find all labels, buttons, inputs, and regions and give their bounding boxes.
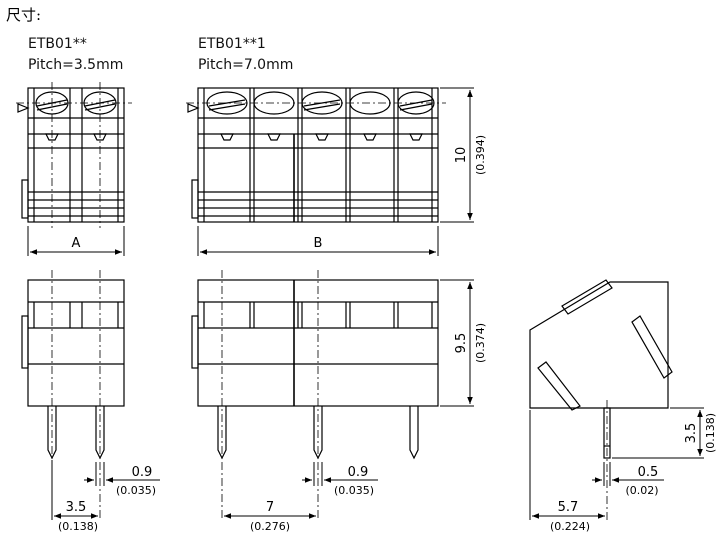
dim-pin-width-mid-mm: 0.9 — [348, 465, 369, 480]
top-view-2pole — [16, 82, 132, 228]
dim-pitch-mid-inch: (0.276) — [250, 520, 290, 533]
dim-side-offset-mm: 5.7 — [558, 500, 579, 515]
dim-pitch-mid-mm: 7 — [266, 500, 274, 515]
front-view-5pole — [191, 270, 474, 520]
model-name-right: ETB01**1 — [198, 36, 266, 52]
model-pitch-left: Pitch=3.5mm — [28, 57, 124, 73]
top-view-5pole — [186, 87, 446, 223]
dim-pin-width-left-inch: (0.035) — [116, 484, 156, 497]
model-name-left: ETB01** — [28, 36, 87, 52]
dim-height-body-inch: (0.374) — [474, 323, 487, 363]
front-view-2pole — [21, 270, 125, 520]
dim-height-top-mm: 10 — [454, 147, 469, 164]
dim-pin-width-side-inch: (0.02) — [625, 484, 658, 497]
model-pitch-right: Pitch=7.0mm — [198, 57, 294, 73]
dim-pin-width-mid-inch: (0.035) — [334, 484, 374, 497]
dim-pin-width-left-mm: 0.9 — [132, 465, 153, 480]
page-title: 尺寸: — [6, 6, 42, 24]
dim-height-body-mm: 9.5 — [454, 333, 469, 354]
dim-side-offset-inch: (0.224) — [550, 520, 590, 533]
dim-height-top-inch: (0.394) — [474, 135, 487, 175]
dim-pin-length-inch: (0.138) — [704, 413, 717, 453]
dim-b-label: B — [314, 236, 323, 251]
dim-a-label: A — [72, 236, 81, 251]
dim-pin-width-side-mm: 0.5 — [638, 465, 659, 480]
side-view — [529, 279, 704, 520]
dim-pitch-left-inch: (0.138) — [58, 520, 98, 533]
dim-pitch-left-mm: 3.5 — [66, 500, 87, 515]
dim-pin-length-mm: 3.5 — [684, 423, 699, 444]
